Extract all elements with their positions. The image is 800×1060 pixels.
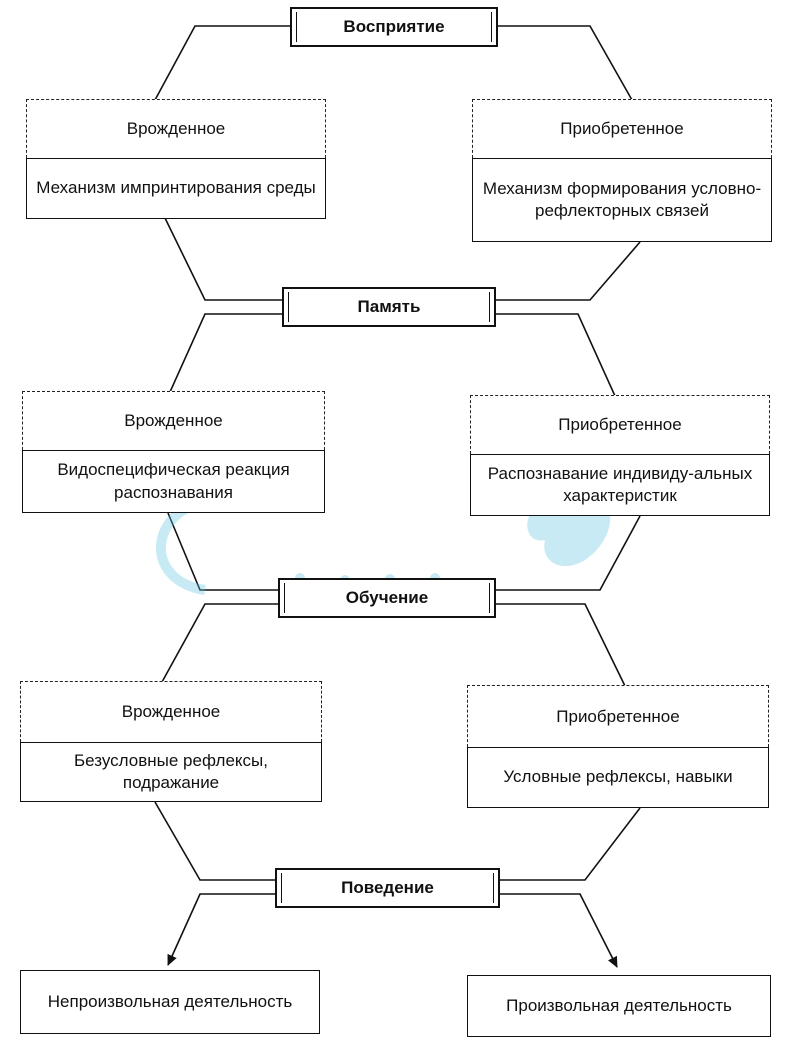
learning-innate-header-label: Врожденное [121,702,221,721]
memory-innate-body: Видоспецифическая реакция распознавания [22,450,325,513]
connector-perception-left [154,25,290,101]
perception-innate-header: Врожденное [26,99,326,158]
learning-innate-body-text: Безусловные рефлексы, подражание [74,750,268,792]
connector-l1-right-memory [496,241,641,301]
perception-label: Восприятие [343,17,445,36]
memory-box: Память [282,287,496,327]
memory-acquired-body: Распознавание индивиду-альных характерис… [470,454,770,516]
memory-acquired-body-text: Распознавание индивиду-альных характерис… [487,463,753,505]
involuntary-activity-box: Непроизвольная деятельность [20,970,320,1034]
connector-l1-left-memory [164,217,282,301]
behavior-label: Поведение [341,878,434,897]
arrow-behavior-left [167,893,275,966]
perception-innate-body-text: Механизм импринтирования среды [36,178,316,198]
involuntary-activity-text: Непроизвольная деятельность [47,991,293,1011]
voluntary-activity-text: Произвольная деятельность [506,995,732,1015]
learning-innate-header: Врожденное [20,681,322,742]
memory-innate-body-text: Видоспецифическая реакция распознавания [57,460,290,502]
connector-l2-right-learning [496,515,641,591]
perception-acquired-header-label: Приобретенное [560,119,684,138]
perception-innate-header-label: Врожденное [126,119,226,138]
connector-l3-left-behavior [154,801,275,881]
connector-l3-right-behavior [500,807,641,881]
connector-memory-left [169,313,282,393]
memory-acquired-header-label: Приобретенное [558,415,682,434]
learning-label: Обучение [345,588,429,607]
memory-label: Память [357,297,421,316]
connector-learning-left [161,603,278,683]
memory-acquired-header: Приобретенное [470,395,770,454]
learning-box: Обучение [278,578,496,618]
connector-learning-right [496,603,626,687]
memory-innate-header: Врожденное [22,391,325,450]
arrow-behavior-right [500,893,618,968]
learning-acquired-body-text: Условные рефлексы, навыки [503,767,733,787]
learning-acquired-header-label: Приобретенное [556,706,680,726]
perception-box: Восприятие [290,7,498,47]
voluntary-activity-box: Произвольная деятельность [467,975,771,1037]
memory-innate-header-label: Врожденное [124,411,223,430]
perception-acquired-body: Механизм формирования условно-рефлекторн… [472,158,772,242]
learning-acquired-body: Условные рефлексы, навыки [467,747,769,808]
connector-memory-right [496,313,616,397]
connector-l2-left-learning [167,512,278,591]
perception-innate-body: Механизм импринтирования среды [26,158,326,219]
connector-perception-right [498,25,633,101]
perception-acquired-body-text: Механизм формирования условно-рефлекторн… [482,178,762,220]
learning-acquired-header: Приобретенное [467,685,769,747]
learning-innate-body: Безусловные рефлексы, подражание [20,742,322,802]
perception-acquired-header: Приобретенное [472,99,772,158]
behavior-box: Поведение [275,868,500,908]
